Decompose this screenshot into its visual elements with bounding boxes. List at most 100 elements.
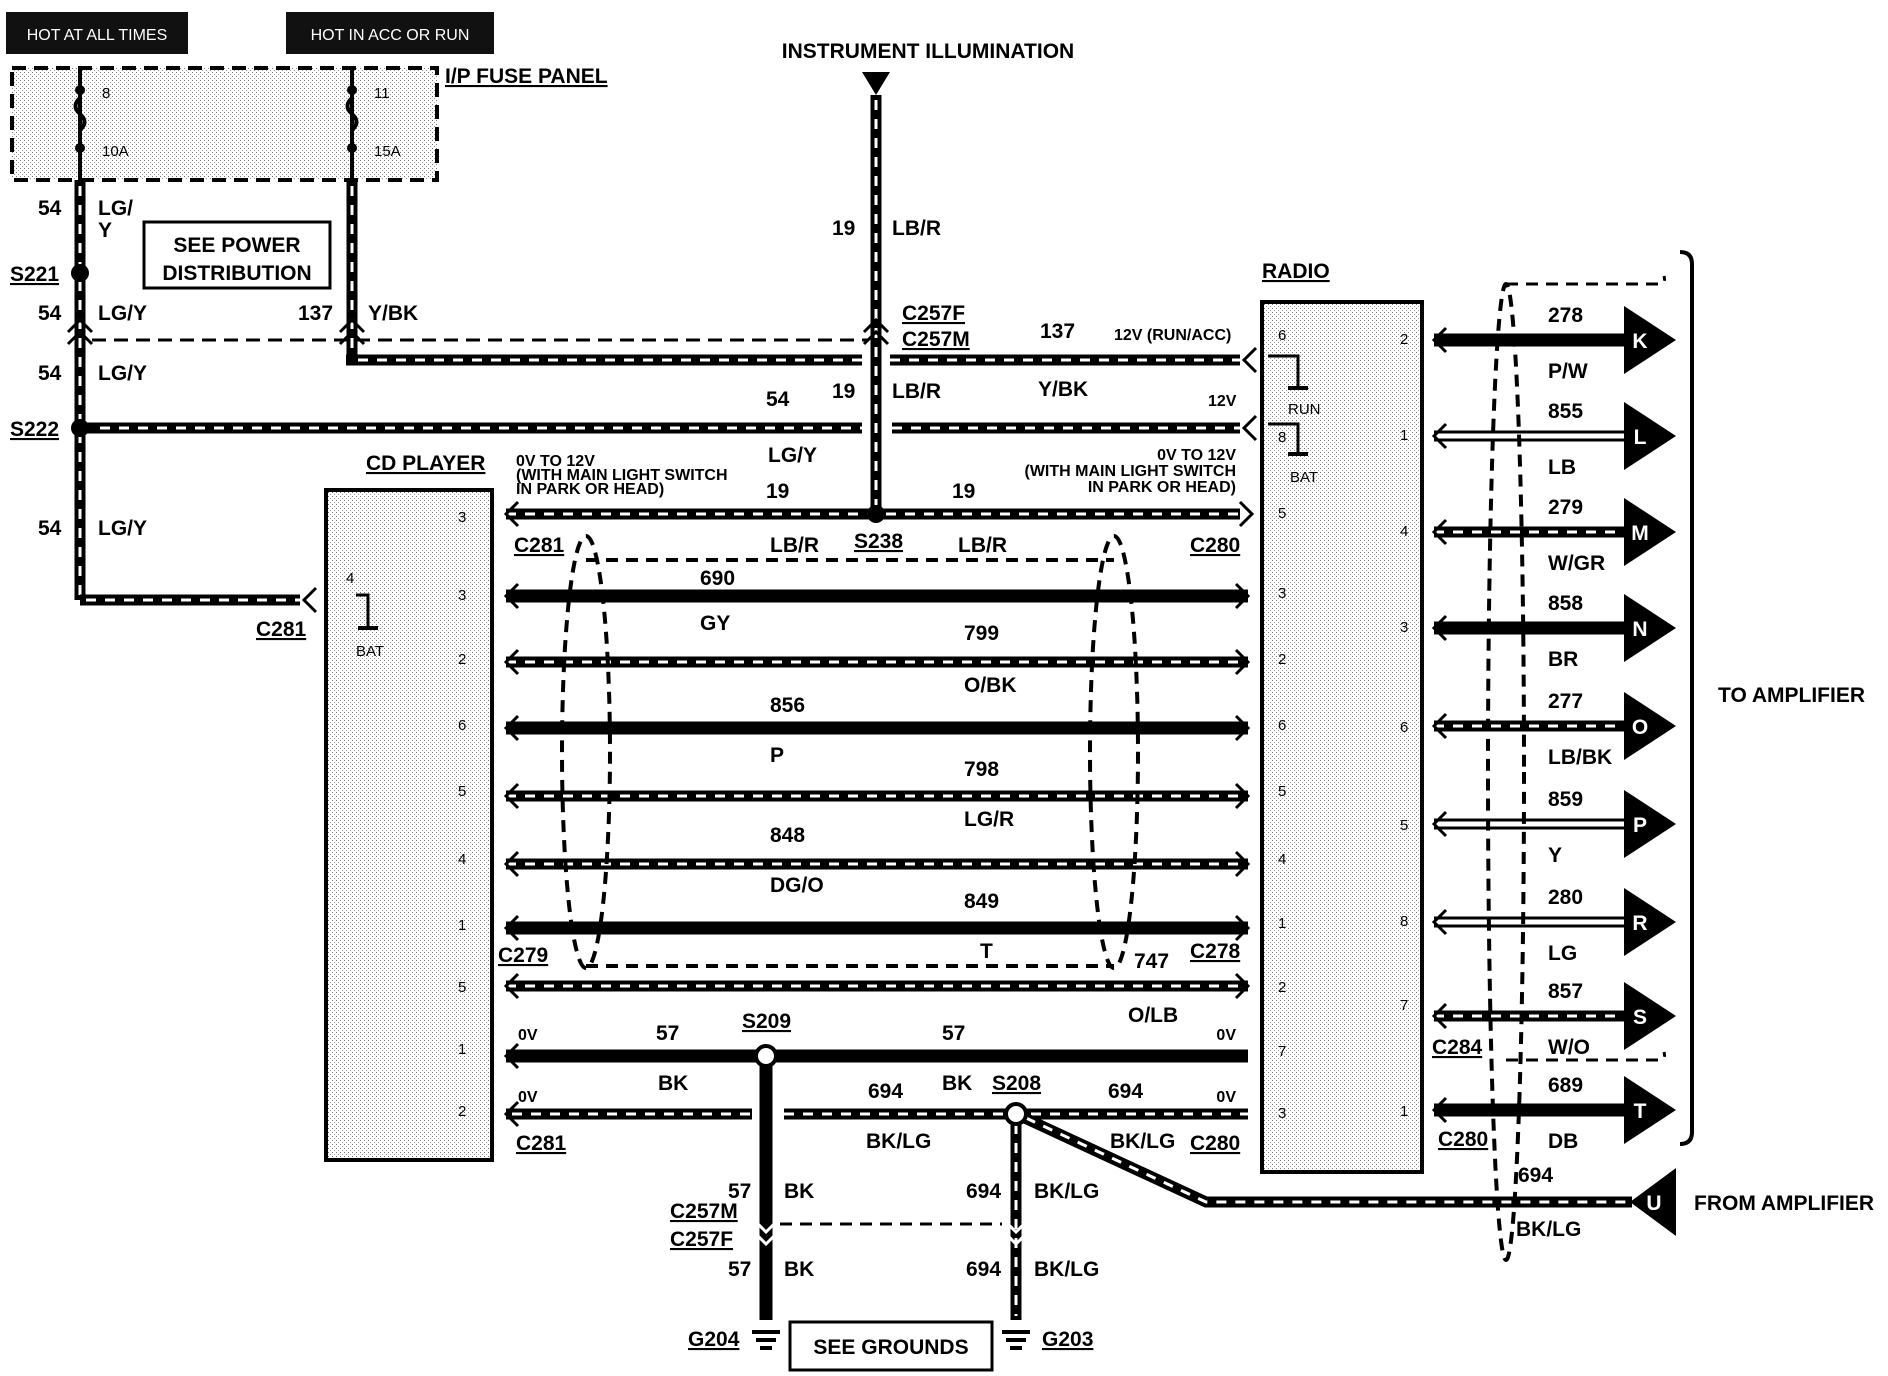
svg-text:57: 57: [942, 1022, 965, 1045]
radio-left-pin-label: 5: [1278, 783, 1286, 800]
wire-color-label: O/LB: [1128, 1004, 1178, 1027]
cd-player-title: CD PLAYER: [366, 452, 485, 475]
svg-text:54: 54: [38, 302, 62, 325]
radio-right-pin-label: 3: [1400, 619, 1408, 636]
radio-left-pin-label: 5: [1278, 505, 1286, 522]
radio-left-pin-label: 3: [1278, 1105, 1286, 1122]
hot-at-all-times-badge: HOT AT ALL TIMES: [6, 12, 188, 54]
svg-text:54: 54: [38, 197, 62, 220]
connector-chevron-icon: [1234, 582, 1251, 610]
connector-chevron-icon: [1234, 972, 1251, 1000]
wire-color-label: DG/O: [770, 874, 824, 897]
amp-terminal-letter: T: [1634, 1100, 1647, 1123]
ground-g203: G203: [1042, 1328, 1093, 1351]
svg-text:12V (RUN/ACC): 12V (RUN/ACC): [1114, 327, 1231, 344]
svg-text:0V: 0V: [1216, 1027, 1236, 1044]
splice-s222: S222: [10, 418, 59, 441]
amp-terminal-letter: K: [1632, 330, 1647, 353]
ground-g204: G204: [688, 1328, 740, 1351]
wire-circuit-label: 689: [1548, 1074, 1583, 1097]
wire-circuit-label: 858: [1548, 592, 1583, 615]
svg-text:4: 4: [346, 570, 354, 587]
arrow-down-icon: [862, 72, 890, 95]
amp-terminal-letter: P: [1633, 814, 1647, 837]
connector-chevron-icon: [503, 648, 520, 676]
radio-right-pin-label: 1: [1400, 427, 1408, 444]
amp-terminal-letter: N: [1632, 618, 1647, 641]
svg-text:LG/: LG/: [98, 197, 133, 220]
svg-text:694: 694: [966, 1258, 1001, 1281]
wire-color-label: LG/R: [964, 808, 1014, 831]
svg-text:HOT AT ALL TIMES: HOT AT ALL TIMES: [27, 27, 168, 44]
svg-text:BK/LG: BK/LG: [1516, 1218, 1581, 1241]
amp-terminal-letter: R: [1632, 912, 1647, 935]
connector-chevron-icon: [1431, 1096, 1448, 1124]
svg-text:10A: 10A: [102, 143, 129, 160]
svg-text:8: 8: [102, 85, 110, 102]
cd-pin-label: 3: [458, 587, 466, 604]
connector-chevron-icon: [1431, 614, 1448, 642]
svg-text:694: 694: [868, 1080, 903, 1103]
radio-right-pin-label: 4: [1400, 523, 1408, 540]
connector-c284: C284: [1432, 1036, 1483, 1059]
connector-c281-b: C281: [514, 534, 565, 557]
svg-text:BK/LG: BK/LG: [1034, 1258, 1099, 1281]
see-grounds-box[interactable]: SEE GROUNDS: [788, 1320, 994, 1372]
connector-chevron-icon: [1431, 1002, 1448, 1030]
wire-circuit-label: 747: [1134, 950, 1169, 973]
connector-c280-a: C280: [1190, 534, 1240, 557]
svg-text:BK/LG: BK/LG: [1110, 1130, 1175, 1153]
svg-text:0V TO 12V: 0V TO 12V: [1157, 447, 1236, 464]
splice-s208: S208: [992, 1072, 1041, 1095]
amp-terminal-letter: O: [1632, 716, 1648, 739]
svg-text:LB/R: LB/R: [770, 534, 819, 557]
splice-s221: S221: [10, 263, 59, 286]
connector-c281-c: C281: [516, 1132, 567, 1155]
svg-text:(WITH MAIN LIGHT SWITCH: (WITH MAIN LIGHT SWITCH: [1024, 463, 1236, 480]
connector-chevron-icon: [503, 714, 520, 742]
wire-circuit-label: 849: [964, 890, 999, 913]
wire-circuit-label: 848: [770, 824, 805, 847]
svg-text:LB/R: LB/R: [892, 217, 941, 240]
fuse-icon: [345, 96, 359, 132]
amp-terminal-arrow-icon: [1624, 306, 1676, 374]
splice-s238-dot: [867, 505, 885, 523]
wire-color-label: LG: [1548, 942, 1577, 965]
radio-right-pin-label: 5: [1400, 817, 1408, 834]
wire-circuit-label: 857: [1548, 980, 1583, 1003]
svg-text:HOT IN ACC OR RUN: HOT IN ACC OR RUN: [311, 27, 470, 44]
radio-left-pin-label: 8: [1278, 429, 1286, 446]
connector-chevron-icon: [1234, 782, 1251, 810]
ground-g204-icon: [752, 1330, 780, 1350]
splice-s221-dot: [71, 264, 89, 282]
connector-chevron-icon: [1234, 714, 1251, 742]
radio-right-pin-label: 6: [1400, 719, 1408, 736]
svg-text:Y/BK: Y/BK: [368, 302, 418, 325]
fuse-panel-title: I/P FUSE PANEL: [445, 65, 608, 88]
radio-left-pin-label: 7: [1278, 1043, 1286, 1060]
connector-c257m-bottom: C257M: [670, 1200, 738, 1223]
svg-text:DISTRIBUTION: DISTRIBUTION: [162, 262, 311, 285]
cd-pin-label: 1: [458, 1041, 466, 1058]
wire-color-label: P: [770, 744, 784, 767]
svg-text:54: 54: [38, 362, 62, 385]
radio-right-pin-label: 2: [1400, 331, 1408, 348]
svg-text:19: 19: [832, 380, 855, 403]
connector-chevron-icon: [1431, 422, 1448, 450]
radio-module: RADIO RUN BAT: [1260, 260, 1424, 1174]
see-power-distribution-box[interactable]: SEE POWER DISTRIBUTION: [142, 220, 332, 290]
svg-text:0V: 0V: [1216, 1089, 1236, 1106]
svg-text:BK: BK: [942, 1072, 972, 1095]
connector-c281-a: C281: [256, 618, 307, 641]
svg-text:15A: 15A: [374, 143, 401, 160]
cd-pin-label: 5: [458, 979, 466, 996]
radio-left-pin-label: 4: [1278, 851, 1286, 868]
